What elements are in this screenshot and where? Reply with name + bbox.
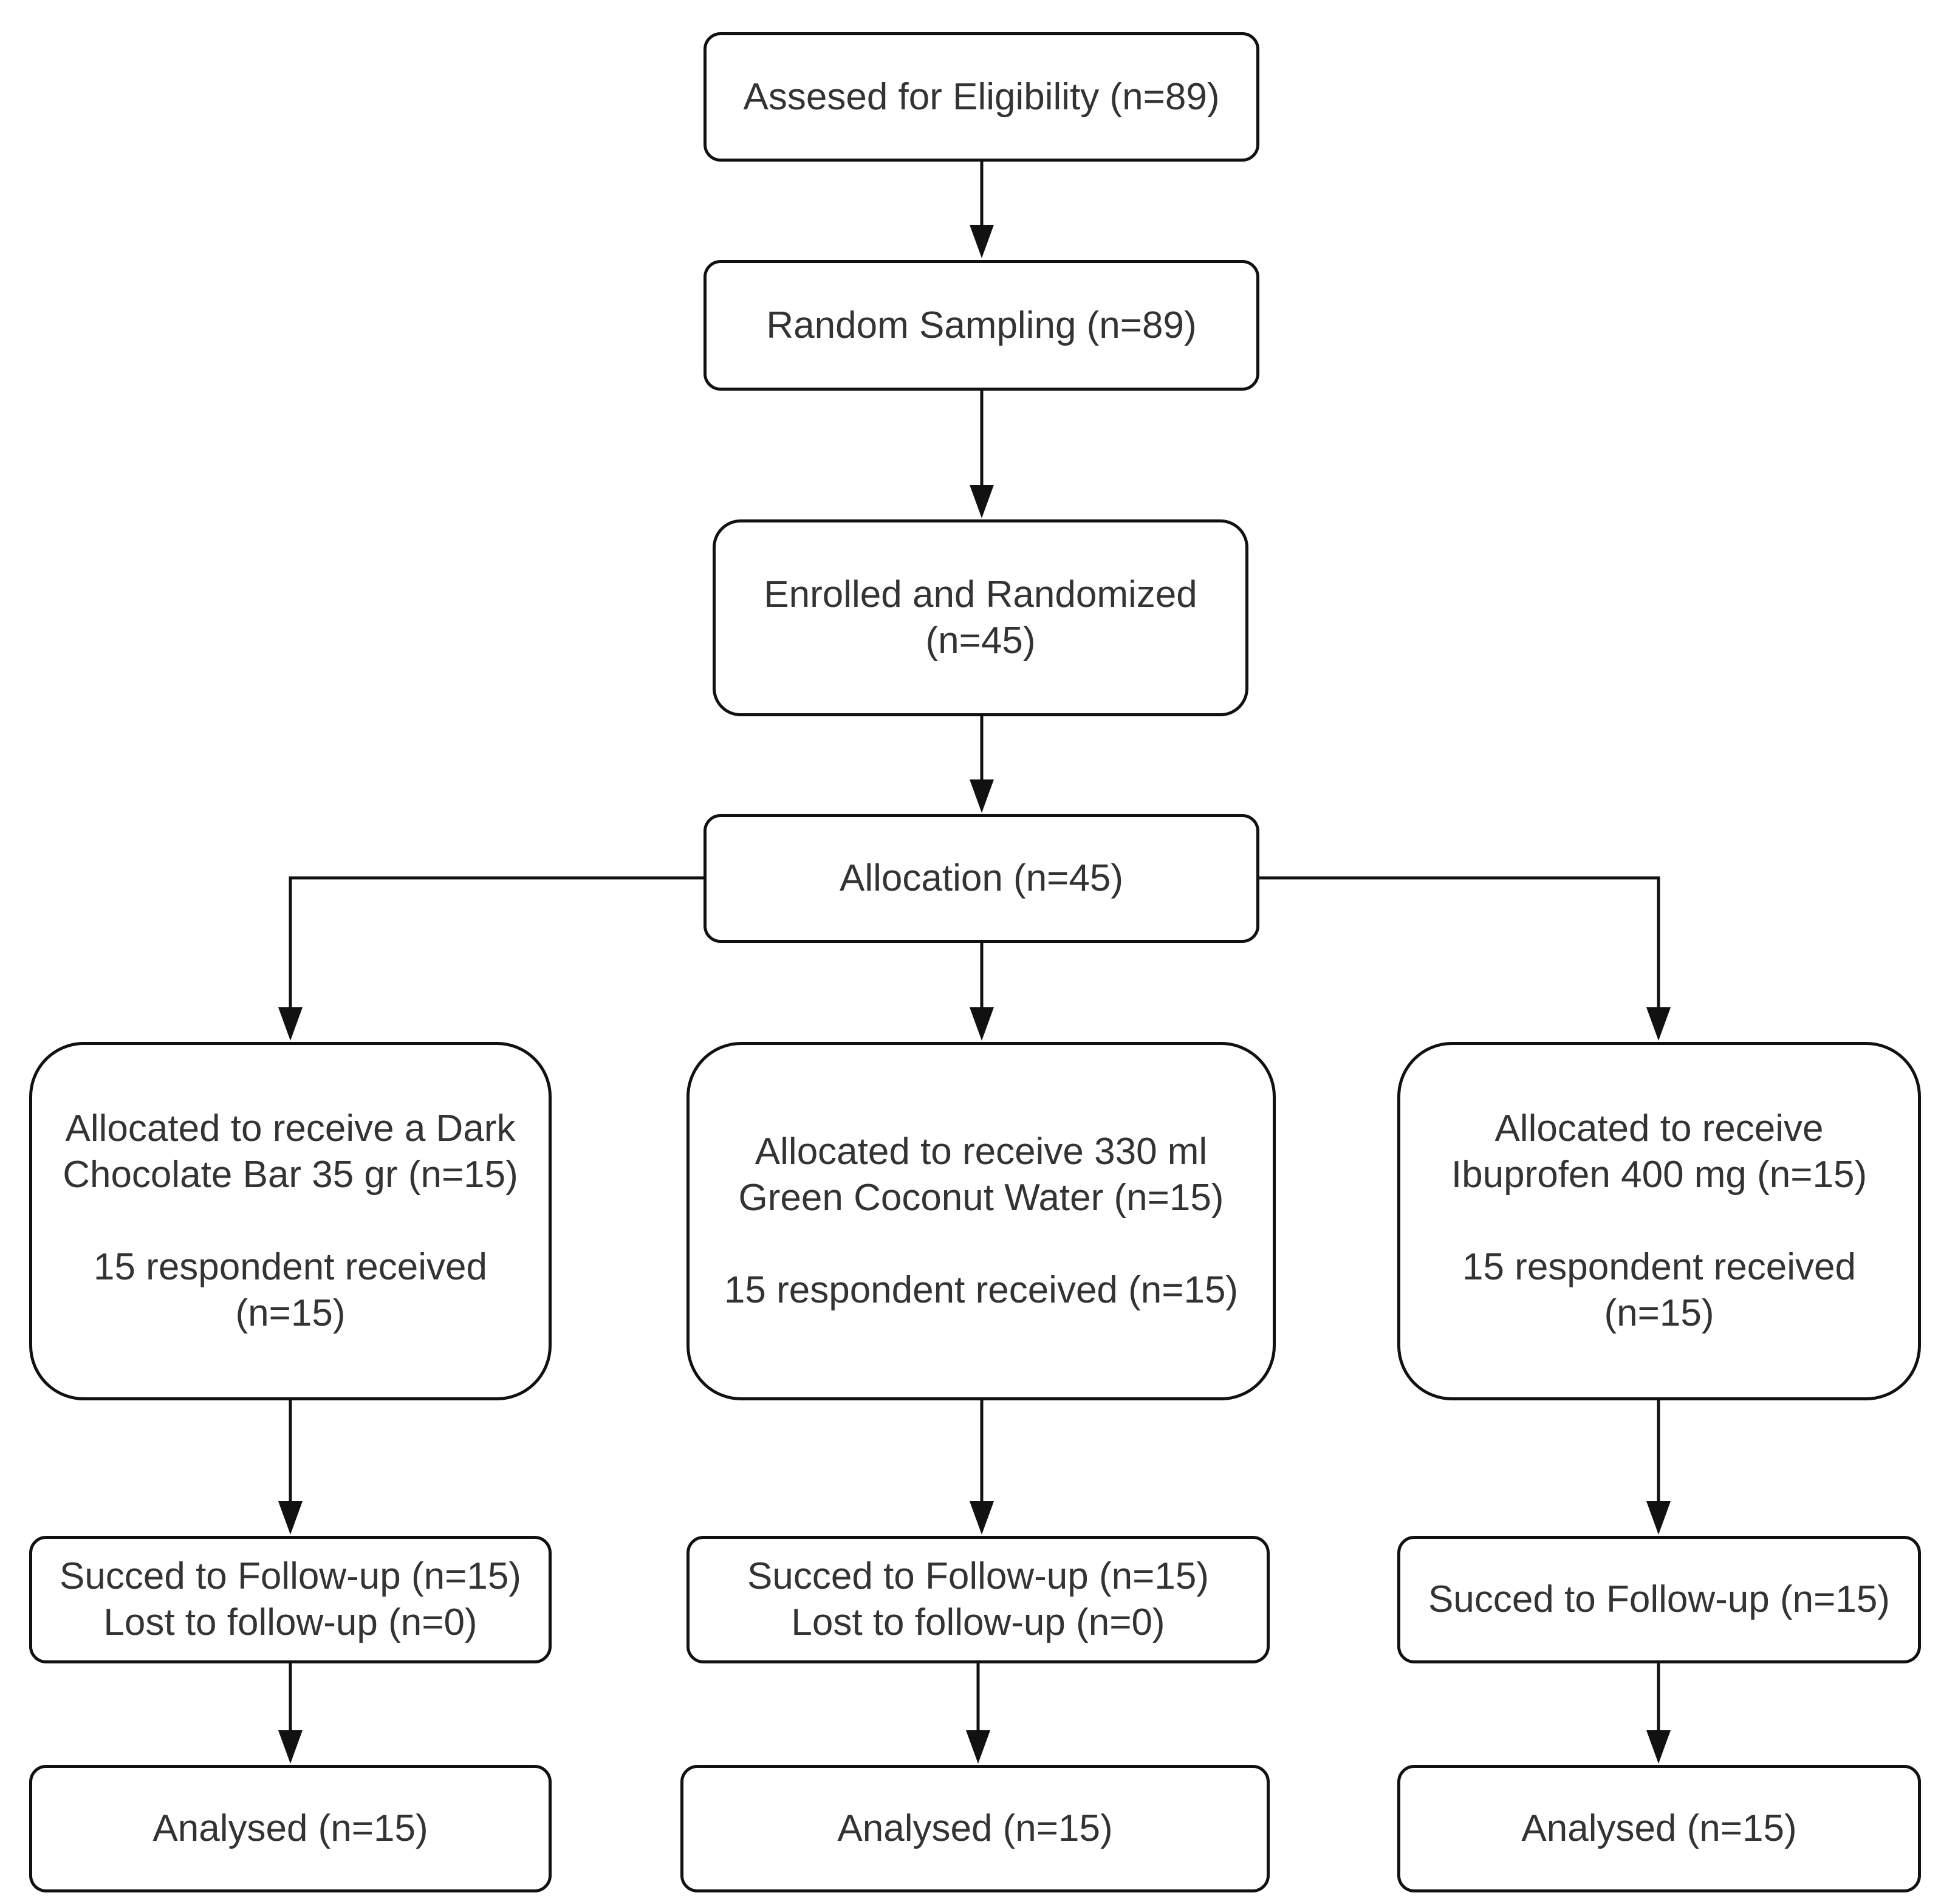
chocolate-followup-line-2: Lost to follow-up (n=0) [103, 1601, 478, 1643]
arrowhead-ibuprofen-analysed [1646, 1730, 1671, 1764]
arrowhead-ibuprofen-followup [1646, 1501, 1671, 1535]
random-sampling-text: Random Sampling (n=89) [766, 304, 1197, 346]
arm-ibuprofen-followup-box: Succed to Follow-up (n=15) [1397, 1536, 1921, 1663]
arm-coconut-followup-box: Succed to Follow-up (n=15) Lost to follo… [686, 1536, 1270, 1663]
chocolate-alloc-line-1: Allocated to receive a Dark [65, 1108, 516, 1149]
arrowhead-coconut-analysed [966, 1730, 990, 1764]
arrowhead-chocolate [278, 1007, 303, 1041]
arrowhead-coconut [970, 1007, 994, 1041]
arm-chocolate-allocation-box: Allocated to receive a Dark Chocolate Ba… [29, 1042, 552, 1400]
arrow-allocation-to-ibuprofen [1259, 876, 1660, 1009]
allocation-box: Allocation (n=45) [703, 814, 1259, 943]
ibuprofen-followup-line-1: Succed to Follow-up (n=15) [1428, 1578, 1890, 1620]
arm-coconut-analysed-box: Analysed (n=15) [680, 1765, 1270, 1892]
arm-chocolate-followup-box: Succed to Follow-up (n=15) Lost to follo… [29, 1536, 552, 1663]
arrowhead-coconut-followup [970, 1501, 994, 1535]
chocolate-received-line-2: (n=15) [235, 1292, 346, 1334]
ibuprofen-alloc-line-1: Allocated to receive [1494, 1108, 1824, 1149]
enrolled-line-2: (n=45) [925, 620, 1036, 662]
arrowhead-chocolate-followup [278, 1501, 303, 1535]
arm-ibuprofen-analysed-box: Analysed (n=15) [1397, 1765, 1921, 1892]
coconut-alloc-line-2: Green Coconut Water (n=15) [738, 1177, 1224, 1219]
arm-chocolate-analysed-box: Analysed (n=15) [29, 1765, 552, 1892]
enrolled-line-1: Enrolled and Randomized [764, 574, 1197, 615]
allocation-text: Allocation (n=45) [840, 857, 1123, 899]
ibuprofen-received-line-2: (n=15) [1604, 1292, 1714, 1334]
chocolate-analysed-text: Analysed (n=15) [152, 1807, 428, 1849]
arrowhead-chocolate-analysed [278, 1730, 303, 1764]
arrowhead-sampling [970, 225, 994, 258]
ibuprofen-alloc-line-2: Ibuprofen 400 mg (n=15) [1451, 1154, 1867, 1196]
eligibility-box: Assesed for Eligibility (n=89) [703, 32, 1259, 162]
arrowhead-enrolled [970, 485, 994, 518]
coconut-analysed-text: Analysed (n=15) [837, 1807, 1113, 1849]
arrow-allocation-to-chocolate [289, 876, 703, 1009]
enrolled-box: Enrolled and Randomized (n=45) [713, 519, 1248, 716]
chocolate-followup-line-1: Succed to Follow-up (n=15) [60, 1555, 521, 1597]
arrowhead-allocation [970, 779, 994, 813]
coconut-alloc-line-1: Allocated to receive 330 ml [755, 1131, 1208, 1173]
coconut-followup-line-1: Succed to Follow-up (n=15) [747, 1555, 1209, 1597]
arm-coconut-allocation-box: Allocated to receive 330 ml Green Coconu… [686, 1042, 1276, 1400]
coconut-followup-line-2: Lost to follow-up (n=0) [791, 1601, 1165, 1643]
coconut-received-line-1: 15 respondent received (n=15) [724, 1269, 1239, 1311]
random-sampling-box: Random Sampling (n=89) [703, 260, 1259, 391]
ibuprofen-received-line-1: 15 respondent received [1462, 1246, 1856, 1288]
chocolate-received-line-1: 15 respondent received [93, 1246, 487, 1288]
arrowhead-ibuprofen [1646, 1007, 1671, 1041]
eligibility-text: Assesed for Eligibility (n=89) [743, 75, 1220, 118]
chocolate-alloc-line-2: Chocolate Bar 35 gr (n=15) [63, 1154, 518, 1196]
arm-ibuprofen-allocation-box: Allocated to receive Ibuprofen 400 mg (n… [1397, 1042, 1921, 1400]
ibuprofen-analysed-text: Analysed (n=15) [1521, 1807, 1797, 1849]
